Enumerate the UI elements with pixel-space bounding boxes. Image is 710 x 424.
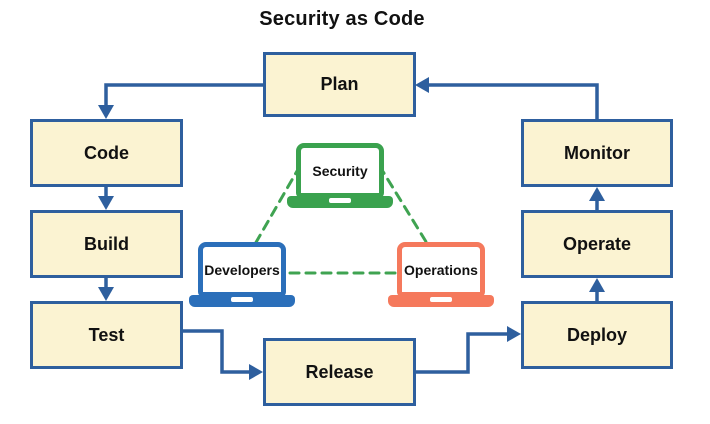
- developers-laptop-label: Developers: [204, 261, 280, 278]
- arrowhead-plan-code: [98, 105, 114, 119]
- node-release-label: Release: [305, 361, 374, 382]
- security-laptop-notch: [329, 198, 351, 203]
- node-monitor-label: Monitor: [564, 142, 630, 163]
- connector-test-release: [183, 329, 250, 374]
- node-operate: Operate: [521, 210, 673, 278]
- security-laptop-base: [287, 196, 393, 208]
- security-laptop-screen: Security: [296, 143, 384, 198]
- node-test: Test: [30, 301, 183, 369]
- connector-plan-code: [104, 83, 263, 106]
- connector-release-deploy: [416, 332, 508, 374]
- arrowhead-build-test: [98, 287, 114, 301]
- arrowhead-release-deploy: [507, 326, 521, 342]
- developers-laptop-base: [189, 295, 295, 307]
- arrowhead-monitor-plan: [415, 77, 429, 93]
- operations-laptop-icon: Operations: [388, 242, 494, 307]
- node-code-label: Code: [84, 142, 129, 163]
- security-laptop-icon: Security: [287, 143, 393, 208]
- operations-laptop-label: Operations: [404, 261, 478, 278]
- diagram-title: Security as Code: [259, 8, 425, 30]
- developers-laptop-icon: Developers: [189, 242, 295, 307]
- node-plan: Plan: [263, 52, 416, 117]
- operations-laptop-screen: Operations: [397, 242, 485, 297]
- node-release: Release: [263, 338, 416, 406]
- node-test-label: Test: [88, 324, 125, 345]
- node-deploy: Deploy: [521, 301, 673, 369]
- operations-laptop-notch: [430, 297, 452, 302]
- developers-laptop-screen: Developers: [198, 242, 286, 297]
- node-build: Build: [30, 210, 183, 278]
- security-laptop-label: Security: [312, 162, 368, 179]
- operations-laptop-base: [388, 295, 494, 307]
- arrowhead-deploy-operate: [589, 278, 605, 292]
- developers-laptop-notch: [231, 297, 253, 302]
- arrowhead-operate-monitor: [589, 187, 605, 201]
- node-plan-label: Plan: [320, 74, 359, 94]
- connector-monitor-plan: [428, 83, 599, 119]
- node-monitor: Monitor: [521, 119, 673, 187]
- node-build-label: Build: [84, 233, 129, 254]
- node-deploy-label: Deploy: [566, 324, 627, 345]
- arrowhead-test-release: [249, 364, 263, 380]
- arrowhead-code-build: [98, 196, 114, 210]
- node-operate-label: Operate: [562, 233, 632, 254]
- node-code: Code: [30, 119, 183, 187]
